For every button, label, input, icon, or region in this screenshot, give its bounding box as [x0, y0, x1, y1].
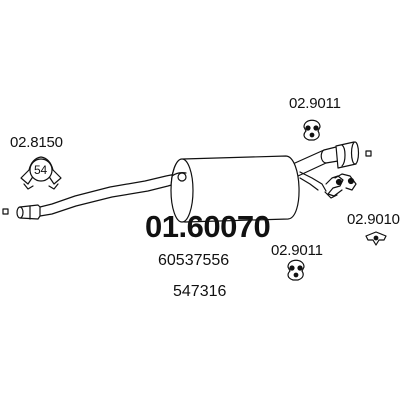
- rubber-mount-part-number: 02.9011: [289, 95, 341, 112]
- oe-number: 60537556: [158, 252, 230, 269]
- pipe-end-marker-right: [365, 150, 372, 157]
- rubber-mount-icon: [287, 259, 305, 281]
- clamp-size-label: 54: [34, 163, 47, 177]
- hanger-bracket: [299, 171, 357, 199]
- rubber-mount-icon: [303, 119, 321, 141]
- tail-pipe: [294, 141, 360, 177]
- rubber-mount-part-number: 02.9011: [271, 242, 323, 259]
- clamp-part-number: 02.8150: [10, 134, 63, 151]
- main-part-number: 01.60070: [145, 209, 271, 244]
- rear-muffler: [170, 155, 300, 223]
- clamp-icon: [20, 156, 62, 190]
- front-pipe: [16, 173, 179, 220]
- rubber-mount-icon: [365, 231, 387, 246]
- rubber-mount-part-number: 02.9010: [347, 211, 400, 228]
- pipe-end-marker-left: [2, 208, 9, 215]
- oe-number: 547316: [173, 283, 227, 300]
